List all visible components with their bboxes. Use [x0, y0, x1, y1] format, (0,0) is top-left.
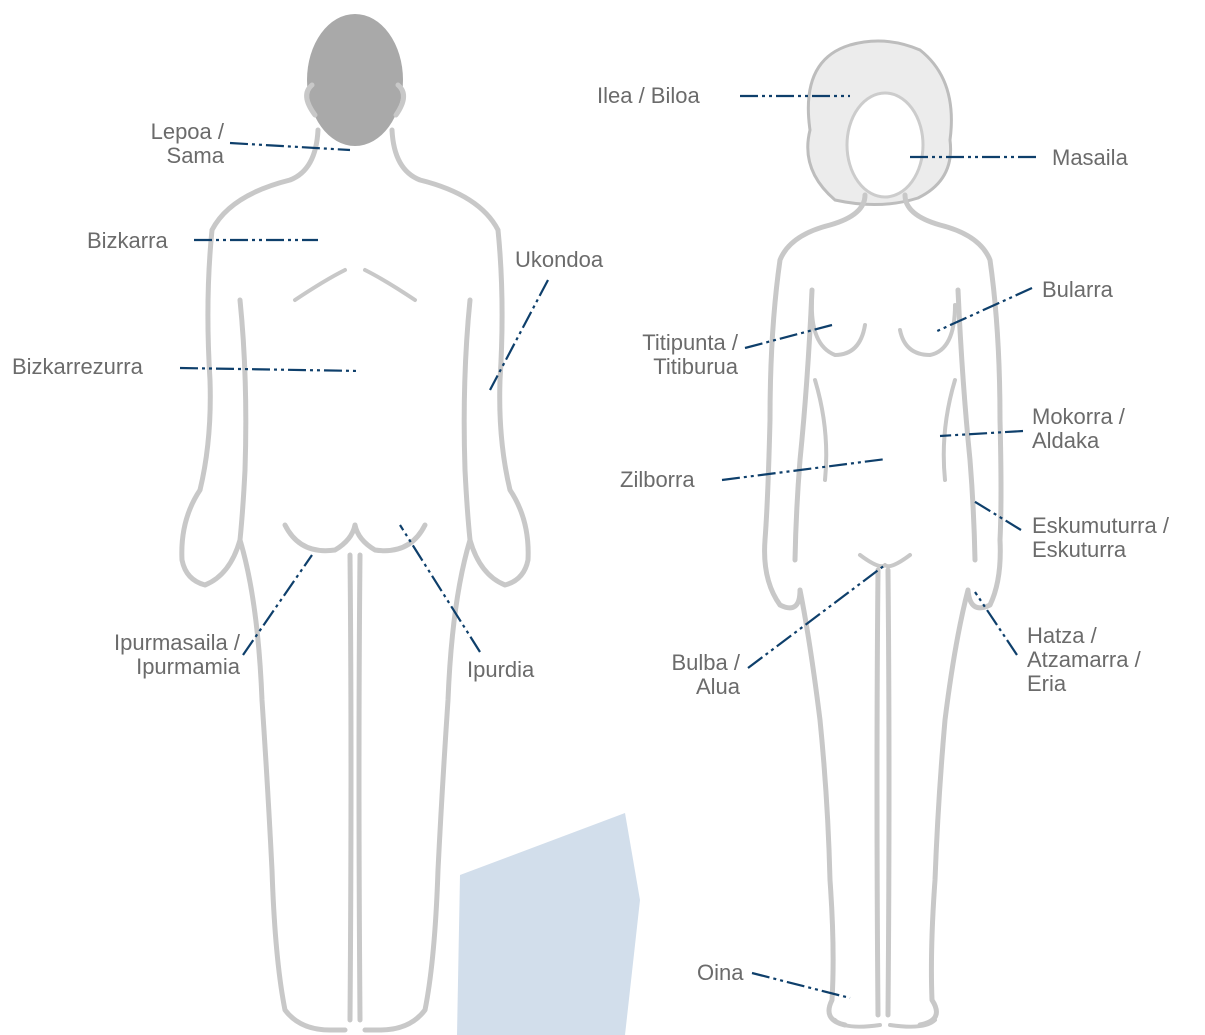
label-mokorra-line1: Mokorra /: [1032, 405, 1125, 429]
label-lepoa: Lepoa / Sama: [110, 120, 224, 168]
label-ilea-line1: Ilea / Biloa: [597, 84, 700, 108]
label-masaila-line1: Masaila: [1052, 146, 1128, 170]
accent-block: [457, 813, 640, 1035]
label-eskumuturra: Eskumuturra / Eskuturra: [1032, 514, 1169, 562]
label-hatza-line3: Eria: [1027, 672, 1141, 696]
front-view-inner-legs: [877, 570, 889, 1015]
back-view-right-arm-inner: [464, 300, 470, 540]
label-ipurmasaila: Ipurmasaila / Ipurmamia: [60, 631, 240, 679]
label-bizkarra-line1: Bizkarra: [87, 229, 168, 253]
back-view-left-arm-inner: [240, 300, 246, 540]
front-view-waist-left: [815, 380, 826, 480]
label-oina: Oina: [697, 961, 743, 985]
label-masaila: Masaila: [1052, 146, 1128, 170]
label-bulba: Bulba / Alua: [640, 651, 740, 699]
leader-bularra: [935, 288, 1032, 332]
front-view-waist-right: [944, 380, 955, 480]
label-bularra-line1: Bularra: [1042, 278, 1113, 302]
front-view-figure: [765, 41, 1001, 1027]
label-bularra: Bularra: [1042, 278, 1113, 302]
label-zilborra-line1: Zilborra: [620, 468, 695, 492]
label-lepoa-line2: Sama: [110, 144, 224, 168]
label-ipurdia-line1: Ipurdia: [467, 658, 534, 682]
label-mokorra: Mokorra / Aldaka: [1032, 405, 1125, 453]
label-ukondoa-line1: Ukondoa: [515, 248, 603, 272]
leader-zilborra: [722, 459, 886, 480]
back-view-inner-legs: [350, 555, 360, 1020]
label-bizkarrezurra: Bizkarrezurra: [12, 355, 143, 379]
label-eskumuturra-line1: Eskumuturra /: [1032, 514, 1169, 538]
back-view-left-outline: [182, 130, 345, 1030]
label-zilborra: Zilborra: [620, 468, 695, 492]
label-hatza-line1: Hatza /: [1027, 624, 1141, 648]
label-hatza: Hatza / Atzamarra / Eria: [1027, 624, 1141, 696]
label-ukondoa: Ukondoa: [515, 248, 603, 272]
label-oina-line1: Oina: [697, 961, 743, 985]
label-bizkarrezurra-line1: Bizkarrezurra: [12, 355, 143, 379]
back-view-buttocks: [285, 525, 425, 551]
front-view-groin: [860, 555, 910, 566]
label-ipurmasaila-line1: Ipurmasaila /: [60, 631, 240, 655]
label-titipunta-line2: Titiburua: [590, 355, 738, 379]
label-ipurmasaila-line2: Ipurmamia: [60, 655, 240, 679]
label-bulba-line2: Alua: [640, 675, 740, 699]
leader-lepoa: [230, 143, 350, 150]
label-eskumuturra-line2: Eskuturra: [1032, 538, 1169, 562]
back-view-shoulder-blades: [295, 270, 415, 300]
back-view-head: [307, 14, 403, 146]
label-mokorra-line2: Aldaka: [1032, 429, 1125, 453]
label-ipurdia: Ipurdia: [467, 658, 534, 682]
leader-eskumuturra: [972, 500, 1021, 530]
label-ilea: Ilea / Biloa: [597, 84, 700, 108]
label-titipunta: Titipunta / Titiburua: [590, 331, 738, 379]
leader-hatza: [975, 592, 1017, 655]
label-hatza-line2: Atzamarra /: [1027, 648, 1141, 672]
label-bulba-line1: Bulba /: [640, 651, 740, 675]
front-view-right-arm-inner: [958, 290, 975, 560]
front-view-face: [847, 93, 923, 197]
label-bizkarra: Bizkarra: [87, 229, 168, 253]
label-titipunta-line1: Titipunta /: [590, 331, 738, 355]
leader-mokorra: [940, 431, 1023, 436]
label-lepoa-line1: Lepoa /: [110, 120, 224, 144]
front-view-right-breast: [900, 305, 955, 355]
front-view-left-outline: [765, 195, 865, 1025]
